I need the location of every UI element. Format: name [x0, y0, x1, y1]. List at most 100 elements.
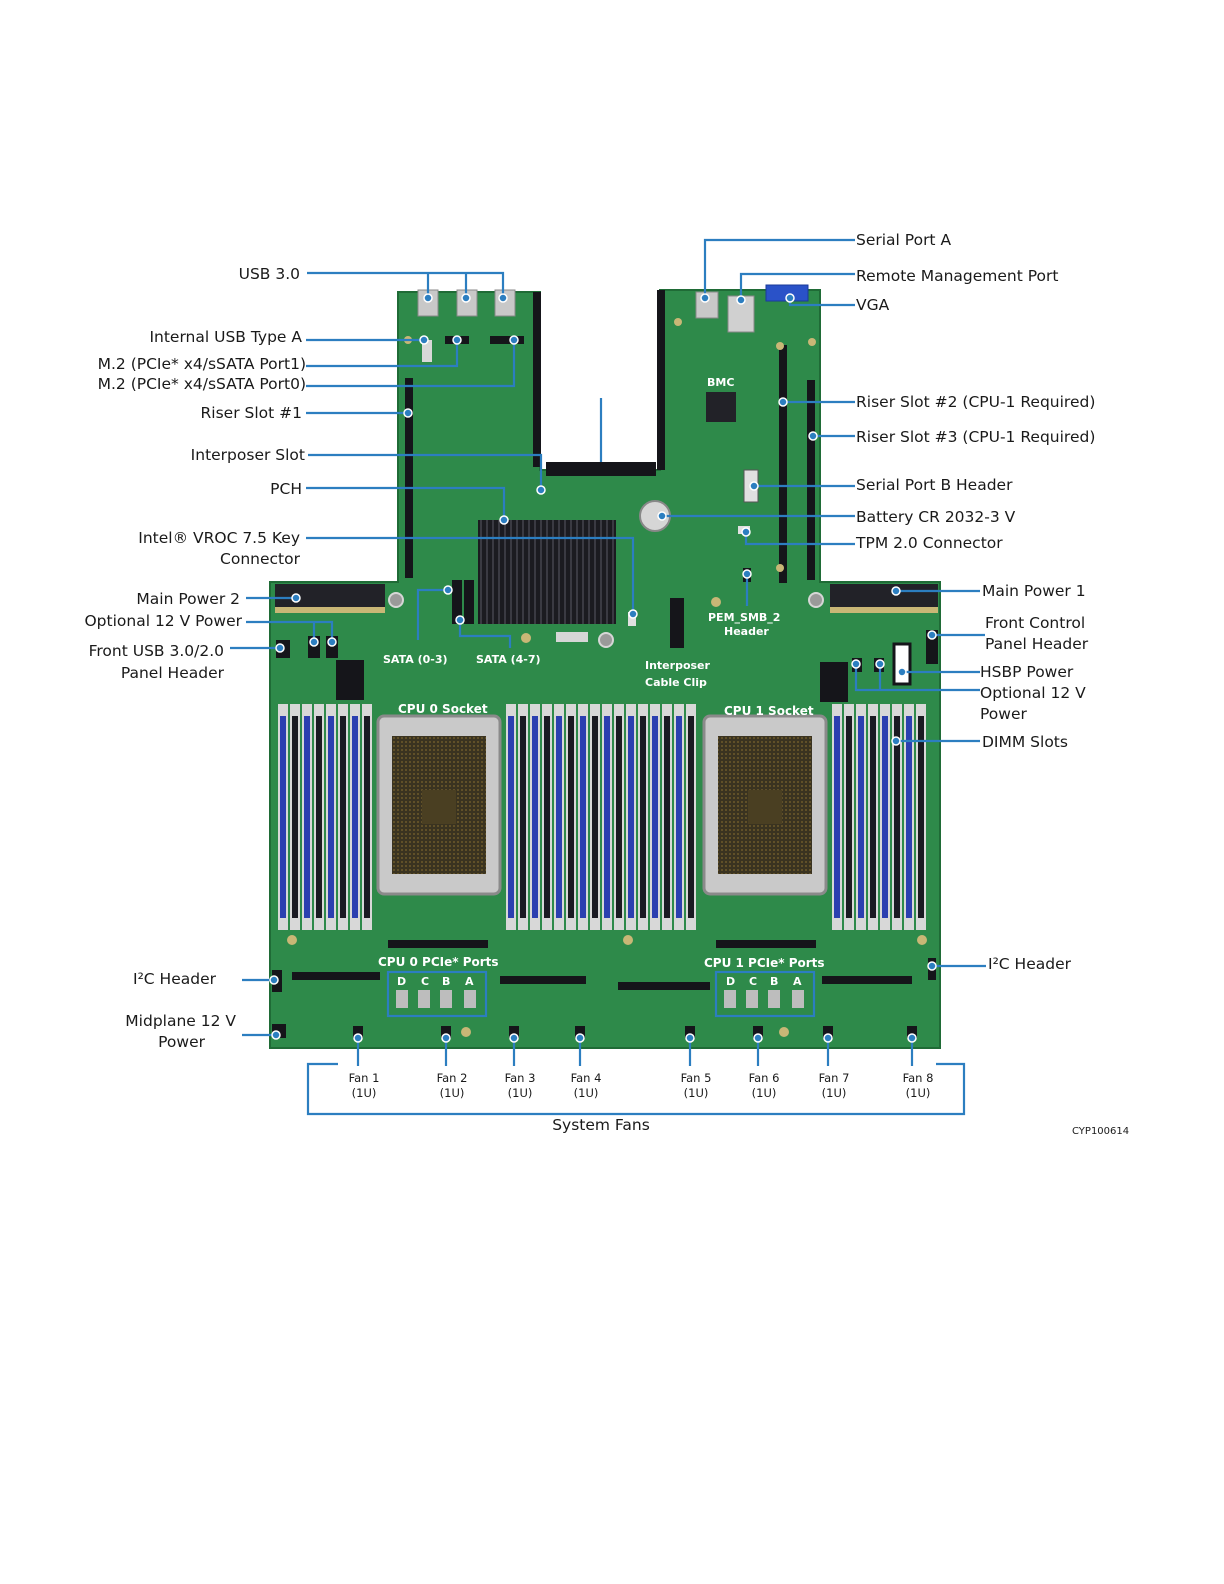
dimm-slot: [628, 716, 634, 918]
label-serial-a: Serial Port A: [856, 231, 951, 249]
label-vga: VGA: [856, 296, 890, 314]
cpu-0-pcie-label: CPU 0 PCIe* Ports: [378, 955, 499, 969]
label-opt12v-left: Optional 12 V Power: [84, 612, 242, 630]
riser-slot-1b: [533, 292, 541, 467]
label-front-usb-2: Panel Header: [121, 664, 225, 682]
fan-leader-dot: [509, 1033, 519, 1043]
fan-header: [823, 1026, 833, 1038]
sata-4-7-label: SATA (4-7): [476, 653, 541, 666]
leader-lines: [230, 238, 986, 1116]
label-riser1: Riser Slot #1: [201, 404, 302, 422]
figure-code: CYP100614: [1072, 1126, 1129, 1137]
fan-size: (1U): [684, 1086, 709, 1100]
cpu-1-pcie-bracket: [714, 970, 816, 1018]
dimm-slot: [508, 716, 514, 918]
dimm-slot: [520, 716, 526, 918]
riser-slot-2b: [657, 290, 665, 470]
label-midplane-1: Midplane 12 V: [125, 1012, 236, 1030]
label-midplane-2: Power: [158, 1033, 205, 1051]
cpu-1-pcie-ports: [724, 990, 804, 1008]
label-main-power2: Main Power 2: [136, 590, 240, 608]
bmc-chip: [706, 392, 736, 422]
fan-leader-dot: [907, 1033, 917, 1043]
fan-name: Fan 3: [505, 1071, 536, 1085]
cpu1-port-c: C: [749, 975, 757, 988]
cpu-0-pcie-ports: [396, 990, 476, 1008]
dimm-slot: [846, 716, 852, 918]
label-front-usb-1: Front USB 3.0/2.0: [89, 642, 224, 660]
fan-leader-dot: [753, 1033, 763, 1043]
dimm-slot: [280, 716, 286, 918]
dimm-slot: [316, 716, 322, 918]
fan-size: (1U): [352, 1086, 377, 1100]
label-main-power1: Main Power 1: [982, 582, 1086, 600]
sata-4-7-connector: [464, 580, 474, 624]
dimm-slot: [664, 716, 670, 918]
fan-header: [753, 1026, 763, 1038]
label-riser2: Riser Slot #2 (CPU-1 Required): [856, 393, 1095, 411]
fan-header: [441, 1026, 451, 1038]
dimm-slot: [292, 716, 298, 918]
dimm-slot: [894, 716, 900, 918]
dimm-slot: [688, 716, 694, 918]
label-serial-b: Serial Port B Header: [856, 476, 1013, 494]
fan-header: [685, 1026, 695, 1038]
interposer-slot: [546, 462, 656, 476]
dimm-slot: [882, 716, 888, 918]
fan-name: Fan 1: [349, 1071, 380, 1085]
cpu-0-label: CPU 0 Socket: [398, 702, 488, 716]
interposer-cable-clip: [670, 598, 684, 648]
dimm-slot: [556, 716, 562, 918]
bmc-label: BMC: [707, 376, 734, 389]
pem-label-1: PEM_SMB_2: [708, 611, 780, 624]
fan-leader-dot: [685, 1033, 695, 1043]
label-internal-usb: Internal USB Type A: [149, 328, 302, 346]
internal-usb-connector: [422, 340, 432, 362]
cpu1-port-d: D: [726, 975, 735, 988]
fan-size: (1U): [508, 1086, 533, 1100]
dimm-slot: [364, 716, 370, 918]
dimm-slot: [616, 716, 622, 918]
label-hsbp: HSBP Power: [980, 663, 1074, 681]
fan-name: Fan 2: [437, 1071, 468, 1085]
cpu-1-socket: [702, 714, 828, 896]
label-vroc-1: Intel® VROC 7.5 Key: [138, 529, 300, 547]
lower-connector-6: [822, 976, 912, 984]
cpu1-port-a: A: [793, 975, 802, 988]
label-system-fans: System Fans: [552, 1116, 650, 1134]
fan-size: (1U): [752, 1086, 777, 1100]
dimm-slot: [834, 716, 840, 918]
dimm-slot: [568, 716, 574, 918]
fan-size: (1U): [574, 1086, 599, 1100]
dimm-slot: [640, 716, 646, 918]
dimm-slot: [304, 716, 310, 918]
m2-port0-connector: [490, 336, 524, 344]
fan-name: Fan 5: [681, 1071, 712, 1085]
fan-header: [509, 1026, 519, 1038]
dimm-slot: [870, 716, 876, 918]
dimm-slot: [340, 716, 346, 918]
clip-label-2: Cable Clip: [645, 676, 707, 689]
fan-header: [353, 1026, 363, 1038]
dimm-slot: [580, 716, 586, 918]
label-interposer-slot: Interposer Slot: [191, 446, 305, 464]
main-power-1-pins: [830, 607, 938, 613]
dimm-slots: [278, 704, 926, 930]
fan-header: [575, 1026, 585, 1038]
clip-label-1: Interposer: [645, 659, 711, 672]
main-power-2-pins: [275, 607, 385, 613]
pch-heatsink: [478, 520, 616, 624]
fan-size: (1U): [906, 1086, 931, 1100]
leader-dots: [269, 293, 937, 1040]
label-tpm: TPM 2.0 Connector: [855, 534, 1003, 552]
fan-header: [907, 1026, 917, 1038]
label-m2-port1: M.2 (PCIe* x4/sSATA Port1): [98, 355, 306, 373]
label-front-ctrl-2: Panel Header: [985, 635, 1089, 653]
dimm-slot: [858, 716, 864, 918]
label-vroc-2: Connector: [220, 550, 301, 568]
label-front-ctrl-1: Front Control: [985, 614, 1085, 632]
small-connector: [556, 632, 588, 642]
riser-slot-3: [807, 380, 815, 580]
dimm-slot: [604, 716, 610, 918]
